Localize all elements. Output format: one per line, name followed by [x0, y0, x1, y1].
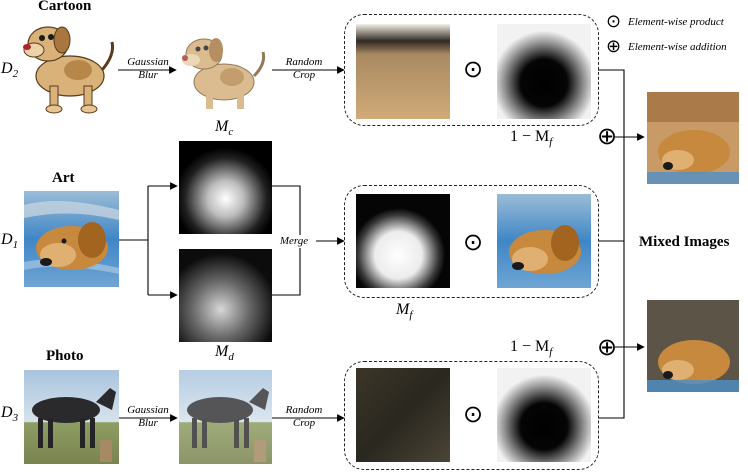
legend-product-label: Element-wise product: [628, 16, 724, 28]
product-symbol-bottom: ⊙: [463, 400, 483, 429]
product-symbol-top: ⊙: [463, 55, 483, 84]
mask-mc-image: [179, 141, 272, 234]
mixed-image-bottom: [647, 300, 739, 392]
mixed-images-label: Mixed Images: [639, 234, 729, 251]
legend-addition-label: Element-wise addition: [628, 41, 727, 53]
mask-md-image: [179, 249, 272, 342]
photo-horse-image: [24, 370, 119, 464]
cartoon-dog-image: [23, 27, 113, 113]
product-symbol-middle: ⊙: [463, 228, 483, 257]
cartoon-label: Cartoon: [38, 0, 91, 15]
mixed-image-top: [647, 92, 739, 184]
art-dog-image: [24, 191, 119, 287]
domain-d1-symbol: D1: [1, 231, 18, 251]
merge-label: Merge: [272, 235, 316, 248]
addition-symbol-bottom: ⊕: [597, 333, 617, 362]
one-minus-mf-top-label: 1 − Mf: [510, 128, 552, 148]
cartoon-dog-blurred-image: [182, 38, 264, 109]
legend-addition-symbol: ⊕: [606, 36, 621, 57]
one-minus-mf-bottom-label: 1 − Mf: [510, 338, 552, 358]
legend-product-symbol: ⊙: [606, 11, 621, 32]
mask-mc-label: Mc: [215, 118, 233, 138]
domain-d3-symbol: D3: [1, 404, 18, 424]
domain-d2-symbol: D2: [1, 60, 18, 80]
addition-symbol-top: ⊕: [597, 122, 617, 151]
art-label: Art: [52, 170, 75, 187]
mask-md-label: Md: [215, 343, 234, 363]
photo-horse-blurred-image: [179, 370, 272, 464]
photo-label: Photo: [46, 348, 84, 365]
mask-mf-label: Mf: [396, 301, 412, 321]
